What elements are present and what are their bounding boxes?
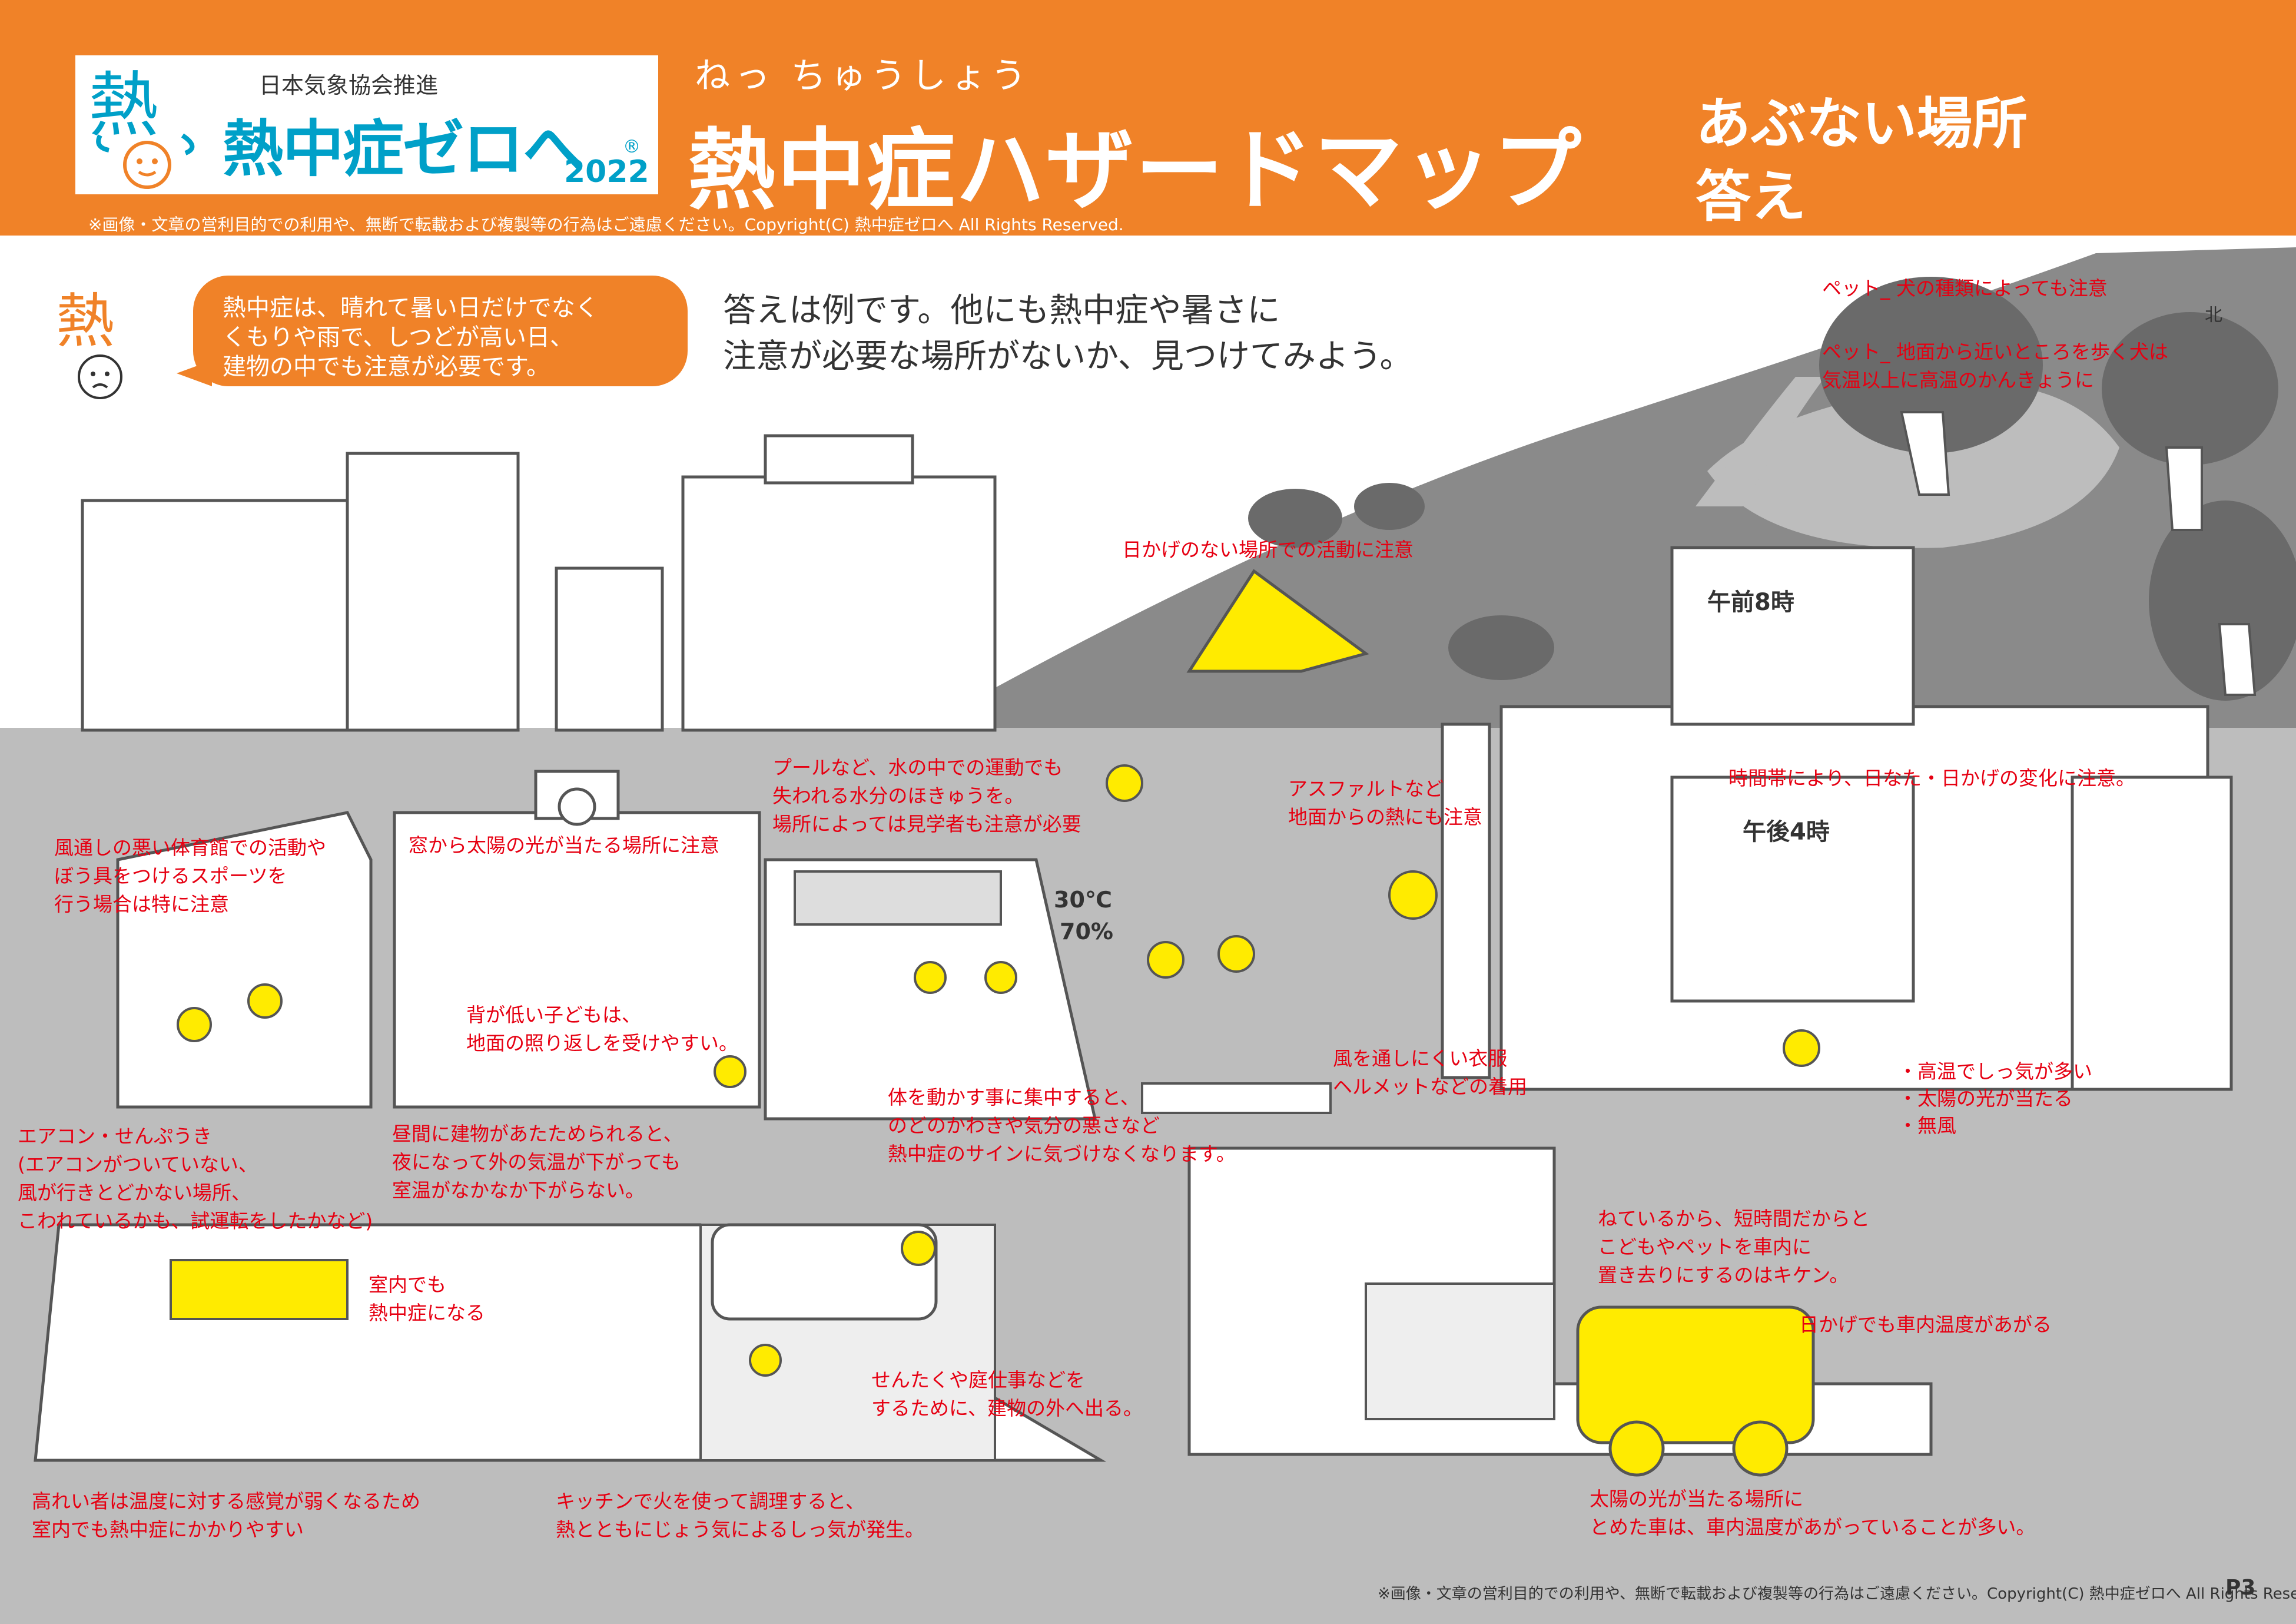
- label-child-1: 背が低い子どもは、: [466, 1003, 641, 1026]
- crosswalk: [1141, 1082, 1332, 1114]
- van-white: [711, 1223, 938, 1321]
- title-side-line1: あぶない場所: [1696, 92, 2028, 156]
- label-shade-car: 日かげでも車内温度があがる: [1799, 1313, 2052, 1336]
- time-morning: 午前8時: [1707, 589, 1794, 616]
- label-focus-1: 体を動かす事に集中すると、: [888, 1086, 1140, 1109]
- bubble-line-1: 熱中症は、晴れて暑い日だけでなく: [223, 294, 599, 322]
- label-indoor-2: 熱中症になる: [369, 1301, 485, 1324]
- label-night-3: 室温がなかなか下がらない。: [392, 1179, 645, 1202]
- label-aircon-1: エアコン・せんぷうき: [18, 1125, 212, 1148]
- label-aircon-3: 風が行きとどかない場所、: [18, 1181, 251, 1204]
- label-gym-3: 行う場合は特に注意: [54, 893, 229, 916]
- label-focus-2: のどのかわきや気分の悪さなど: [888, 1114, 1160, 1137]
- bookshelf: [1365, 1282, 1555, 1420]
- label-car-1: ねているから、短時間だからと: [1598, 1207, 1870, 1230]
- label-city-3: ・無風: [1898, 1114, 1956, 1137]
- intro-bubble: [193, 276, 688, 386]
- label-car-2: こどもやペットを車内に: [1598, 1235, 1811, 1258]
- label-child-2: 地面の照り返しを受けやすい。: [466, 1032, 738, 1055]
- svg-text:熱: 熱: [56, 287, 115, 356]
- intro-bubble-tail: [177, 360, 212, 386]
- label-gym-1: 風通しの悪い体育館での活動や: [54, 836, 326, 859]
- header-copyright: ※画像・文章の営利目的での利用や、無断で転載および複製等の行為はご遠慮ください。…: [88, 215, 1124, 234]
- label-elderly-2: 室内でも熱中症にかかりやすい: [32, 1518, 304, 1541]
- people-yellow: [177, 764, 1820, 1377]
- label-asphalt-1: アスファルトなど: [1288, 777, 1444, 800]
- bubble-line-2: くもりや雨で、しつどが高い日、: [223, 324, 573, 351]
- hazard-map-illustration: [0, 247, 2296, 1624]
- label-asphalt-2: 地面からの熱にも注意: [1288, 806, 1482, 828]
- logo-subtitle: 日本気象協会推進: [259, 72, 439, 98]
- tent: [1186, 569, 1369, 673]
- logo-mascot-icon: 熱: [88, 65, 195, 189]
- label-pet-2-1: ペット_ 地面から近いところを歩く犬は: [1822, 340, 2168, 363]
- svg-text:熱: 熱: [88, 65, 159, 147]
- page-title: 熱中症ハザードマップ: [688, 120, 1583, 222]
- mascot-icon: 熱: [56, 287, 122, 399]
- car-yellow: [1576, 1305, 1815, 1444]
- label-pool-3: 場所によっては見学者も注意が必要: [772, 813, 1081, 836]
- sign-temperature: 30℃: [1054, 887, 1112, 913]
- logo-registered: ®: [623, 137, 641, 157]
- label-pool-1: プールなど、水の中での運動でも: [772, 756, 1063, 779]
- time-afternoon: 午後4時: [1743, 818, 1830, 846]
- bed: [170, 1259, 349, 1320]
- label-elderly-1: 高れい者は温度に対する感覚が弱くなるため: [32, 1490, 420, 1513]
- intro-line-1: 答えは例です。他にも熱中症や暑さに: [723, 291, 1280, 330]
- pool: [794, 870, 1002, 926]
- title-ruby: ねっ ちゅうしょう: [695, 55, 1031, 97]
- label-night-2: 夜になって外の気温が下がっても: [392, 1151, 681, 1174]
- label-pet-2-2: 気温以上に高温のかんきょうに: [1822, 369, 2094, 392]
- title-side-line2: 答え: [1696, 165, 1807, 229]
- page-number: P3: [2225, 1576, 2256, 1600]
- label-laundry-2: するために、建物の外へ出る。: [871, 1397, 1143, 1420]
- footer-copyright: ※画像・文章の営利目的での利用や、無断で転載および複製等の行為はご遠慮ください。…: [1378, 1585, 2296, 1603]
- park-path: [1696, 377, 1825, 506]
- label-sun-car-2: とめた車は、車内温度があがっていることが多い。: [1590, 1516, 2036, 1539]
- logo: [75, 55, 658, 194]
- label-aircon-4: こわれているかも、試運転をしたかなど): [18, 1209, 373, 1232]
- label-city-1: ・高温でしっ気が多い: [1898, 1060, 2092, 1083]
- label-clothes-2: ヘルメットなどの着用: [1333, 1075, 1527, 1098]
- label-kitchen-1: キッチンで火を使って調理すると、: [556, 1490, 865, 1513]
- tree-trunks: [1900, 411, 2257, 696]
- label-clothes-1: 風を通しにくい衣服: [1333, 1047, 1508, 1070]
- bubble-line-3: 建物の中でも注意が必要です。: [223, 353, 550, 380]
- label-pool-2: 失われる水分のほきゅうを。: [772, 784, 1024, 807]
- label-aircon-2: (エアコンがついていない、: [18, 1153, 258, 1176]
- label-night-1: 昼間に建物があたためられると、: [392, 1122, 683, 1145]
- trees: [1248, 277, 2296, 701]
- school-building: [393, 770, 761, 1109]
- intro-line-2: 注意が必要な場所がないか、見つけてみよう。: [723, 337, 1413, 376]
- label-sun-car-1: 太陽の光が当たる場所に: [1590, 1487, 1803, 1510]
- label-car-3: 置き去りにするのはキケン。: [1598, 1264, 1849, 1287]
- label-kitchen-2: 熱とともにじょう気によるしっ気が発生。: [556, 1518, 925, 1541]
- label-indoor-1: 室内でも: [369, 1273, 446, 1296]
- logo-year: 2022: [564, 154, 649, 190]
- compass-north: 北: [2205, 305, 2222, 326]
- label-shade: 日かげのない場所での活動に注意: [1122, 538, 1414, 561]
- time-panel-afternoon: [1670, 775, 1915, 1003]
- label-window: 窓から太陽の光が当たる場所に注意: [409, 834, 719, 857]
- label-pet-1: ペット_ 犬の種類によっても注意: [1822, 277, 2108, 300]
- label-time-change: 時間帯により、日なた・日かげの変化に注意。: [1728, 767, 2136, 790]
- logo-name: 熱中症ゼロへ: [223, 113, 584, 185]
- label-laundry-1: せんたくや庭仕事などを: [871, 1368, 1085, 1391]
- label-focus-3: 熱中症のサインに気づけなくなります。: [888, 1142, 1236, 1165]
- label-gym-2: ぼう具をつけるスポーツを: [54, 864, 287, 887]
- sign-humidity: 70%: [1060, 919, 1113, 944]
- time-panel-morning: [1670, 546, 1915, 726]
- label-city-2: ・太陽の光が当たる: [1898, 1087, 2073, 1110]
